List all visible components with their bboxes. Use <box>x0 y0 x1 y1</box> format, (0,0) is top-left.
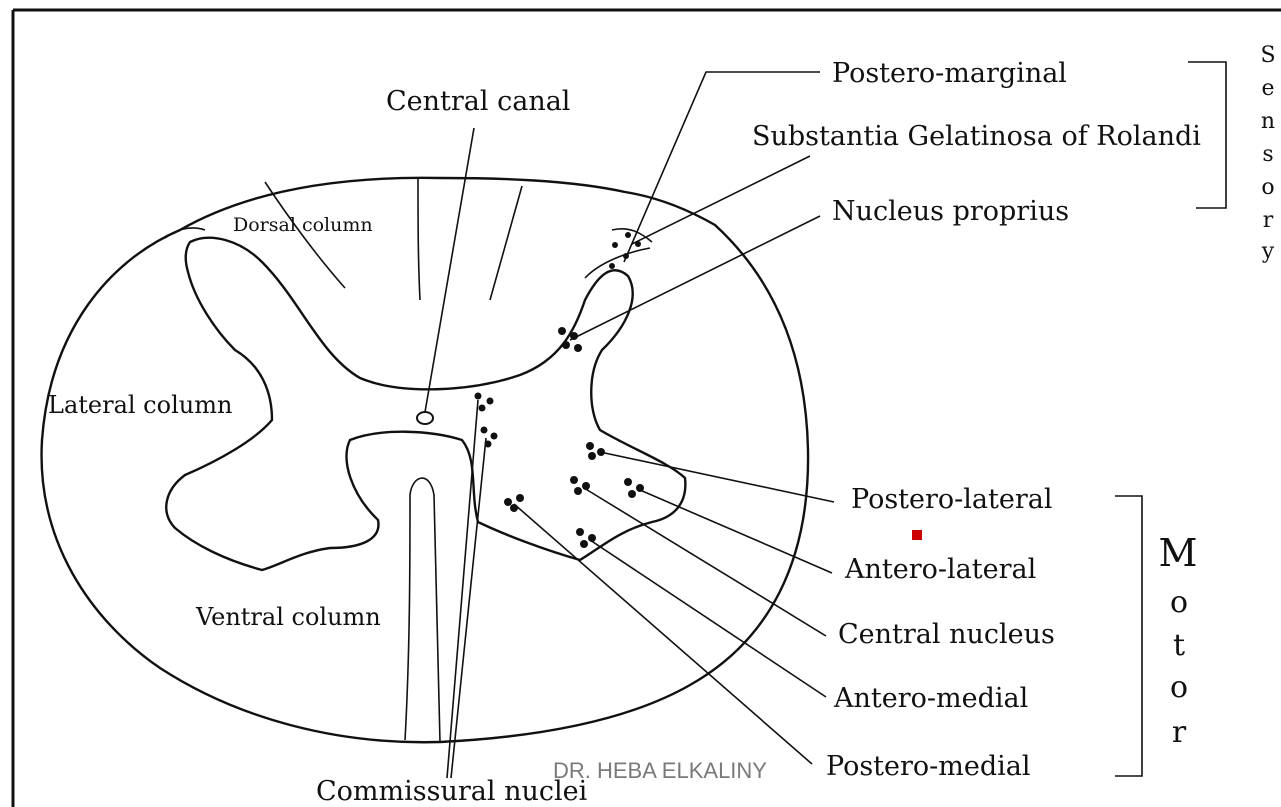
label-commissural-nuclei: Commissural nuclei <box>316 776 588 807</box>
label-postero-lateral: Postero-lateral <box>851 484 1053 515</box>
label-central-nucleus: Central nucleus <box>838 619 1055 650</box>
sensory-letter: y <box>1261 239 1275 264</box>
label-postero-marginal: Postero-marginal <box>832 58 1067 89</box>
motor-letter: t <box>1173 628 1185 663</box>
sensory-letter: r <box>1263 208 1274 233</box>
label-dorsal-column: Dorsal column <box>233 214 373 236</box>
white-matter-outline <box>42 178 809 742</box>
label-substantia-gelatinosa: Substantia Gelatinosa of Rolandi <box>752 121 1201 152</box>
label-postero-medial: Postero-medial <box>826 751 1031 782</box>
label-lateral-column: Lateral column <box>48 391 232 419</box>
sensory-letter: s <box>1262 142 1273 167</box>
label-nucleus-proprius: Nucleus proprius <box>832 196 1069 227</box>
sensory-letter: S <box>1260 43 1275 68</box>
label-antero-medial: Antero-medial <box>833 683 1028 714</box>
sensory-letter: n <box>1261 109 1275 134</box>
label-antero-lateral: Antero-lateral <box>844 554 1036 585</box>
red-marker <box>912 530 922 540</box>
watermark-text: DR. HEBA ELKALINY <box>553 758 767 783</box>
sensory-letter: o <box>1261 175 1274 200</box>
label-ventral-column: Ventral column <box>195 603 381 631</box>
sensory-vertical-label: S e n s o r y <box>1260 43 1275 264</box>
motor-letter: o <box>1170 670 1188 705</box>
motor-letter: r <box>1172 715 1187 750</box>
label-central-canal: Central canal <box>386 86 570 117</box>
motor-vertical-label: M o t o r <box>1159 531 1198 750</box>
motor-letter: M <box>1159 531 1198 575</box>
sensory-letter: e <box>1261 76 1274 101</box>
motor-bracket <box>1115 496 1142 776</box>
motor-letter: o <box>1170 585 1188 620</box>
central-canal-shape <box>417 412 433 424</box>
